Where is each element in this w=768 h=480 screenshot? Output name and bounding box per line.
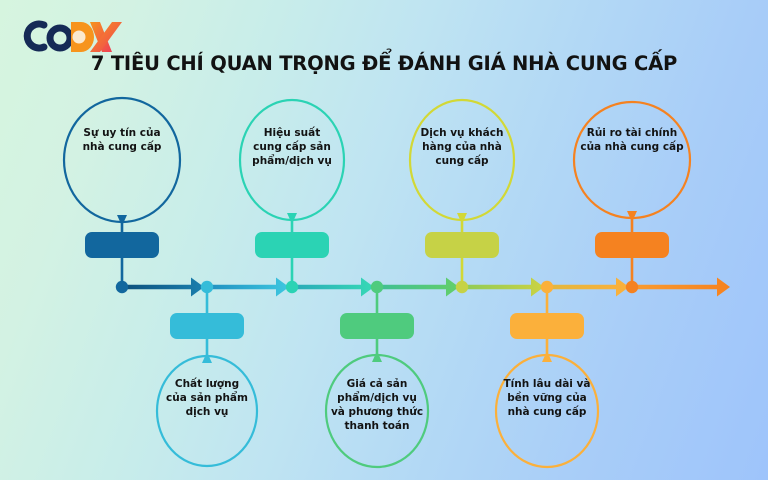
label-bar-2[interactable] [170, 313, 244, 339]
timeline-node-7[interactable] [625, 280, 639, 294]
arrow-segment-4 [377, 277, 459, 297]
balloon-4[interactable] [324, 353, 430, 469]
timeline-nodes [115, 280, 639, 294]
page-title: 7 TIÊU CHÍ QUAN TRỌNG ĐỂ ĐÁNH GIÁ NHÀ CU… [90, 52, 678, 75]
timeline-node-2[interactable] [200, 280, 214, 294]
label-bar-3[interactable] [255, 232, 329, 258]
balloon-3[interactable] [238, 98, 346, 222]
balloon-knot-6 [542, 351, 552, 362]
arrow-segment-1 [122, 277, 204, 297]
balloon-shapes [62, 96, 692, 469]
balloon-knot-1 [117, 215, 127, 226]
balloon-knot-7 [627, 211, 637, 222]
label-bar-1[interactable] [85, 232, 159, 258]
balloon-knot-3 [287, 213, 297, 224]
label-bar-5[interactable] [425, 232, 499, 258]
logo-glyph-co [23, 20, 74, 52]
arrow-segment-3 [292, 277, 374, 297]
timeline-node-1[interactable] [115, 280, 129, 294]
balloon-knot-4 [372, 351, 382, 362]
balloon-6[interactable] [494, 353, 600, 469]
label-bar-4[interactable] [340, 313, 414, 339]
timeline-node-6[interactable] [540, 280, 554, 294]
arrow-segments [122, 277, 730, 297]
codx-logo [16, 14, 126, 58]
arrow-segment-5 [462, 277, 544, 297]
timeline-node-3[interactable] [285, 280, 299, 294]
balloon-knot-5 [457, 213, 467, 224]
logo-glyph-dx [71, 22, 122, 52]
arrow-segment-2 [207, 277, 289, 297]
balloon-knot-2 [202, 352, 212, 363]
timeline-node-5[interactable] [455, 280, 469, 294]
balloon-5[interactable] [408, 98, 516, 222]
balloon-2[interactable] [155, 354, 259, 468]
label-bar-7[interactable] [595, 232, 669, 258]
arrow-segment-6 [547, 277, 629, 297]
label-bars [85, 232, 669, 339]
label-bar-6[interactable] [510, 313, 584, 339]
timeline-node-4[interactable] [370, 280, 384, 294]
balloon-7[interactable] [572, 100, 692, 220]
arrow-segment-7 [632, 277, 730, 297]
balloon-1[interactable] [62, 96, 182, 224]
